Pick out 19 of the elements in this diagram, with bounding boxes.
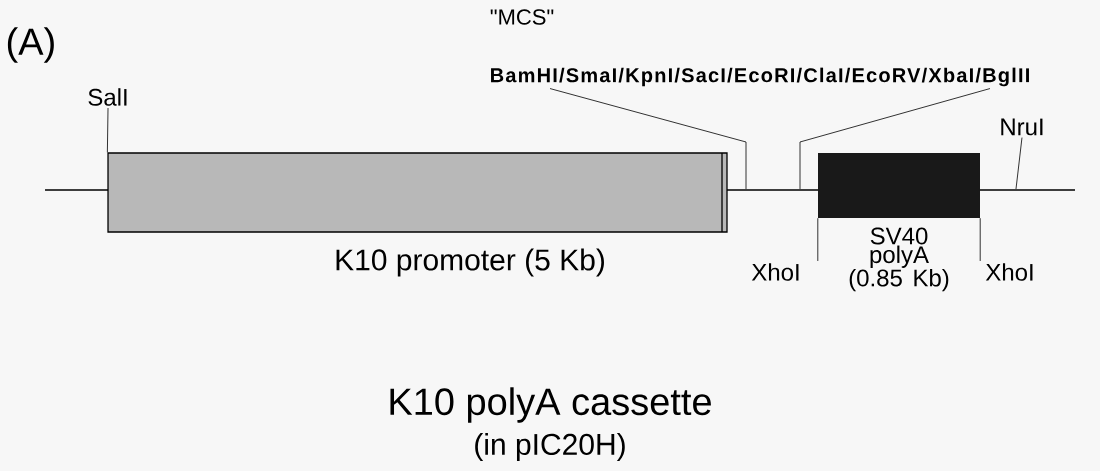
title: K10 polyA cassette — [390, 387, 711, 423]
leader-line — [549, 88, 747, 190]
leader-line — [979, 217, 981, 262]
section-heading: "MCS" — [490, 9, 554, 25]
site-label: XhoI — [751, 263, 799, 281]
leader-line — [1015, 137, 1023, 190]
polya-box: SV40 polyA (0.85 Kb) — [818, 153, 980, 292]
promoter-box: K10 promoter (5 Kb) — [107, 152, 728, 277]
caption: (in pIC20H) — [475, 433, 625, 461]
site-label: NruI — [1001, 118, 1043, 136]
node-label: K10 promoter (5 Kb) — [336, 248, 604, 277]
leader-line — [106, 107, 109, 153]
site-label: XhoI — [985, 263, 1033, 281]
leader-line — [817, 217, 819, 262]
site-list: BamHI/SmaI/KpnI/SacI/EcoRI/ClaI/EcoRV/XbaI/BglII — [491, 67, 1029, 87]
leader-line — [799, 88, 991, 190]
panel-label: (A) — [7, 27, 54, 63]
node-label: SV40 polyA (0.85 Kb) — [849, 227, 949, 292]
site-label: SalI — [88, 88, 127, 106]
